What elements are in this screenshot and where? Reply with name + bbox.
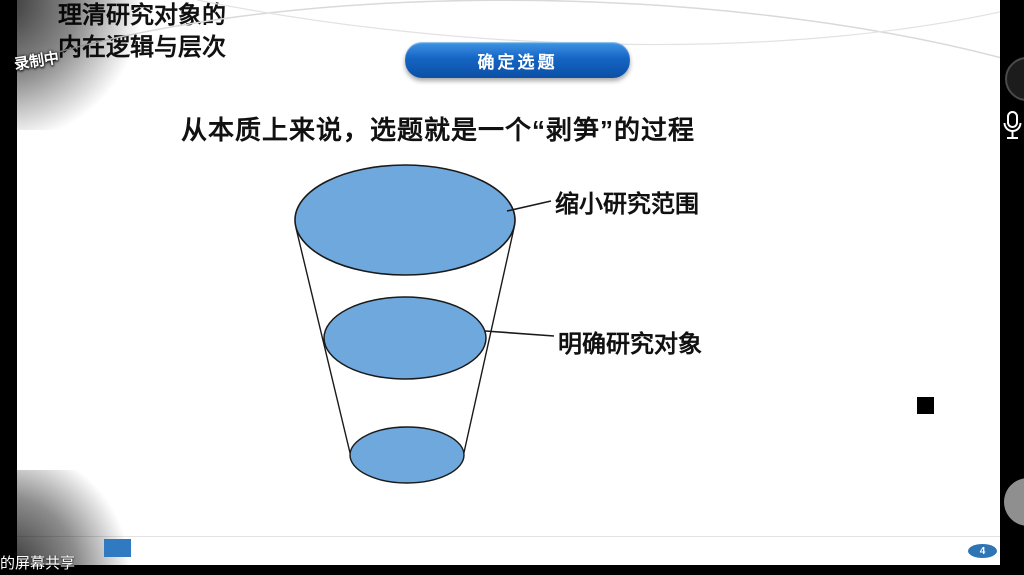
annotation-square [917,397,934,414]
bottom-letterbox-bar [0,565,1024,575]
page-number: 4 [979,545,986,557]
screen-share-indicator[interactable] [104,539,131,557]
left-letterbox-bar [0,0,17,575]
funnel-ellipse-small [349,426,465,484]
funnel-label-narrow-scope: 缩小研究范围 [555,191,699,218]
slide-header-pill-label: 确定选题 [477,52,558,72]
funnel-diagram [294,164,555,484]
page-number-badge: 4 [968,544,997,558]
funnel-right-side-line [462,227,515,458]
funnel-label-logic-levels-line1: 理清研究对象的 [58,2,226,29]
microphone-icon[interactable] [1001,110,1024,142]
slide-canvas: 确定选题 从本质上来说，选题就是一个“剥笋”的过程 缩小研究范围 明确研究对象 … [17,0,1000,565]
funnel-ellipse-medium [323,296,487,380]
funnel-ellipse-large [294,164,516,276]
connector-line-top [506,200,552,212]
participant-video-bottom[interactable] [1004,478,1024,526]
funnel-label-clarify-object: 明确研究对象 [558,331,702,358]
funnel-left-side-line [295,227,352,458]
connector-line-middle [484,330,555,337]
screen-share-status-label: 的屏幕共享 [0,555,76,572]
slide-title: 从本质上来说，选题就是一个“剥笋”的过程 [181,115,696,145]
slide-header-pill: 确定选题 [405,42,630,78]
slide-footer-divider [17,536,1000,537]
